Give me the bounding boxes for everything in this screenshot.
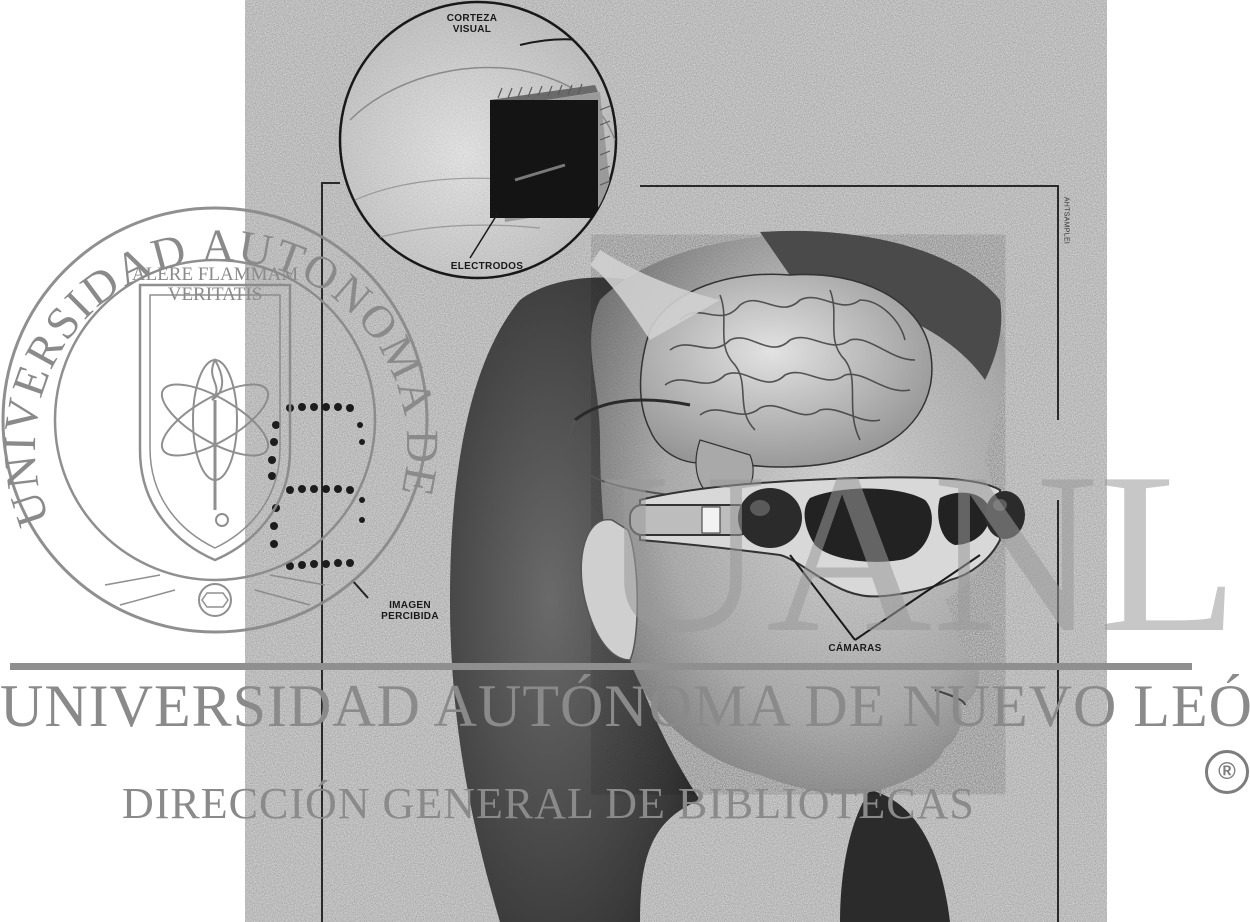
registered-mark-icon: ®	[1205, 750, 1249, 794]
label-cameras: CÁMARAS	[805, 643, 905, 654]
label-perceived-image-line2: PERCIBIDA	[370, 611, 450, 622]
label-visual-cortex-line1: CORTEZA	[442, 13, 502, 24]
seal-motto-line-1: ALERE FLAMMAM	[132, 264, 298, 285]
label-electrodes: ELECTRODOS	[432, 261, 542, 272]
seal-motto-line-2: VERITATIS	[168, 284, 263, 305]
label-visual-cortex-line2: VISUAL	[442, 24, 502, 35]
label-visual-cortex: CORTEZA VISUAL	[442, 13, 502, 35]
watermark-library-directorate: DIRECCIÓN GENERAL DE BIBLIOTECAS	[122, 778, 975, 829]
watermark-university-name: UNIVERSIDAD AUTÓNOMA DE NUEVO LEÓN	[0, 672, 1250, 741]
watermark-divider	[10, 663, 1192, 670]
label-perceived-image-line1: IMAGEN	[370, 600, 450, 611]
label-perceived-image: IMAGEN PERCIBIDA	[370, 600, 450, 622]
vertical-credit: AHTSAMPLEI	[1061, 181, 1072, 261]
